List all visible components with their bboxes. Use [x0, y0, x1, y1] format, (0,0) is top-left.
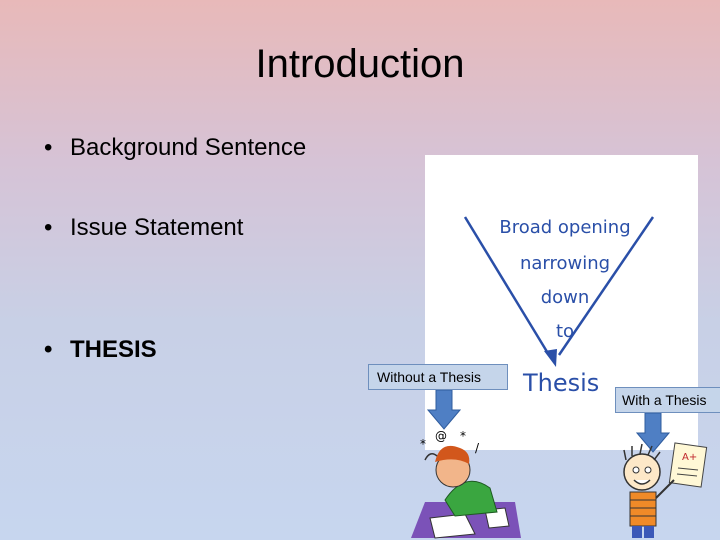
funnel-line-3: down — [495, 287, 635, 308]
svg-text:A+: A+ — [682, 452, 697, 463]
callout-without-thesis: Without a Thesis — [368, 364, 508, 390]
bullet-background-sentence: •Background Sentence — [44, 134, 306, 162]
svg-text:*: * — [420, 437, 426, 451]
frustrated-student-clipart: * @ * / — [405, 430, 525, 540]
bullet-issue-statement: •Issue Statement — [44, 214, 243, 242]
bullet-text: Issue Statement — [70, 214, 243, 241]
svg-text:*: * — [460, 430, 466, 443]
funnel-line-4: to — [495, 321, 635, 342]
svg-text:@: @ — [435, 430, 447, 443]
slide-title: Introduction — [0, 42, 720, 87]
bullet-text: THESIS — [70, 336, 157, 363]
happy-student-clipart: A+ — [610, 440, 710, 540]
bullet-marker: • — [44, 336, 70, 364]
svg-text:/: / — [475, 441, 480, 455]
bullet-text: Background Sentence — [70, 134, 306, 161]
callout-with-thesis: With a Thesis — [615, 387, 720, 413]
funnel-thesis: Thesis — [523, 369, 599, 397]
bullet-marker: • — [44, 134, 70, 162]
funnel-line-1: Broad opening — [495, 217, 635, 238]
bullet-thesis: •THESIS — [44, 336, 157, 364]
bullet-marker: • — [44, 214, 70, 242]
down-arrow-icon — [427, 390, 461, 430]
funnel-line-2: narrowing — [495, 253, 635, 274]
